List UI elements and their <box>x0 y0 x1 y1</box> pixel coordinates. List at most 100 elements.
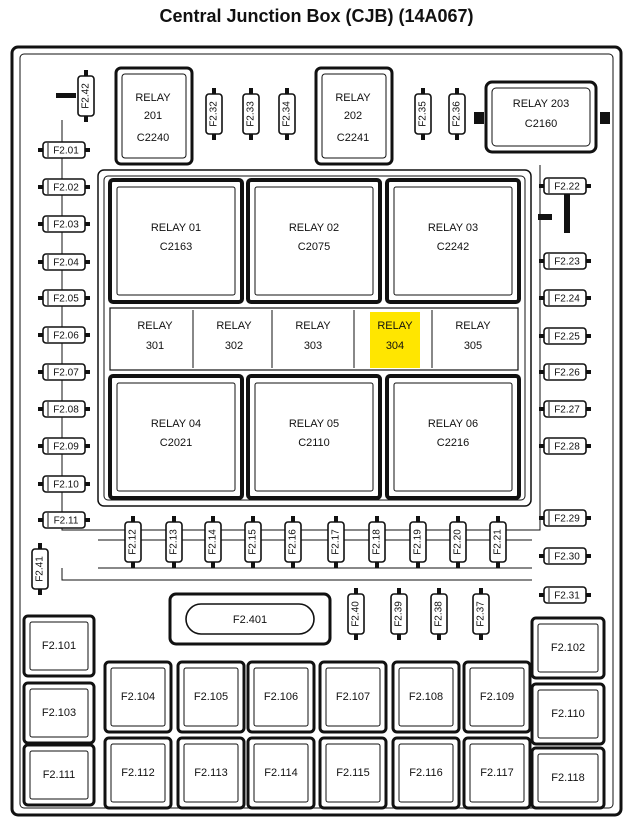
maxi-fuse-label-f2-112: F2.112 <box>121 767 154 779</box>
fuse-pin <box>586 516 591 520</box>
housing-outer <box>10 45 623 817</box>
relay-203-label: RELAY 203 <box>513 98 569 110</box>
fuse-pin <box>437 634 441 640</box>
maxi-fuse-inner <box>469 667 525 727</box>
fuse-f2-40 <box>347 593 365 635</box>
fuse-pin <box>334 516 338 522</box>
relay-201-box <box>114 66 194 166</box>
fuse-label-f2-41: F2.41 <box>35 556 46 582</box>
fuse-f2-06 <box>42 326 86 344</box>
fuse-pin <box>85 370 90 374</box>
fuse-pin <box>586 370 591 374</box>
maxi-fuse-inner <box>398 743 454 803</box>
maxi-fuse-inner <box>537 753 599 803</box>
relay-305-number: 305 <box>464 340 482 352</box>
maxi-fuse-inner <box>325 743 381 803</box>
maxi-fuse-inner <box>253 743 309 803</box>
fuse-f2-35 <box>414 93 432 135</box>
fuse-pin <box>172 516 176 522</box>
fuse-label-f2-14: F2.14 <box>208 529 219 555</box>
fuse-pin <box>285 134 289 140</box>
fuse-pin <box>586 259 591 263</box>
fuse-label-f2-37: F2.37 <box>476 601 487 627</box>
maxi-fuse-f2-104 <box>103 660 173 734</box>
fuse-pin <box>586 184 591 188</box>
maxi-fuse-label-f2-102: F2.102 <box>551 642 585 654</box>
fuse-label-f2-09: F2.09 <box>53 442 79 453</box>
maxi-fuse-inner <box>110 743 166 803</box>
maxi-fuse-f2-110 <box>530 682 606 746</box>
fuse-pin <box>539 184 544 188</box>
relay-2-label: RELAY 02 <box>289 222 339 234</box>
relay-202-connector: C2241 <box>337 132 369 144</box>
relay-303-number: 303 <box>304 340 322 352</box>
fuse-label-f2-35: F2.35 <box>418 101 429 127</box>
fuse-f2-17 <box>327 521 345 563</box>
fuse-pin <box>38 444 43 448</box>
maxi-fuse-f2-116 <box>391 736 461 810</box>
relay-3-box <box>385 178 521 304</box>
fuse-label-f2-11: F2.11 <box>54 516 79 527</box>
fuse-label-f2-03: F2.03 <box>53 220 79 231</box>
maxi-fuse-f2-113 <box>176 736 246 810</box>
relay-201-number: 201 <box>144 110 162 122</box>
fuse-pin <box>249 88 253 94</box>
fuse-label-f2-38: F2.38 <box>434 601 445 627</box>
fuse-pin <box>437 588 441 594</box>
relay-304-label: RELAY <box>377 320 413 332</box>
relay-202-inner <box>321 73 387 159</box>
fuse-pin <box>539 370 544 374</box>
fuse-pin <box>85 518 90 522</box>
fuse-label-f2-17: F2.17 <box>331 529 342 555</box>
fuse-pin <box>539 444 544 448</box>
maxi-fuse-label-f2-109: F2.109 <box>480 691 514 703</box>
fuse-pin <box>586 593 591 597</box>
relay-203-connector: C2160 <box>525 118 557 130</box>
maxi-fuse-f2-111 <box>22 743 96 807</box>
fuse-f2-02 <box>42 178 86 196</box>
fuse-pin <box>455 88 459 94</box>
relay-1-label: RELAY 01 <box>151 222 201 234</box>
maxi-fuse-label-f2-113: F2.113 <box>194 767 227 779</box>
maxi-fuse-inner <box>398 667 454 727</box>
maxi-fuse-label-f2-114: F2.114 <box>264 767 297 779</box>
relay-6-label: RELAY 06 <box>428 418 478 430</box>
fuse-f2-26 <box>543 363 587 381</box>
fuse-label-f2-06: F2.06 <box>53 331 79 342</box>
maxi-fuse-label-f2-105: F2.105 <box>194 691 228 703</box>
fuse-label-f2-12: F2.12 <box>128 529 139 555</box>
relay-2-inner <box>254 186 374 296</box>
fuse-pin <box>85 444 90 448</box>
relay-303-label: RELAY <box>295 320 331 332</box>
fuse-f2-41 <box>31 548 49 590</box>
fuse-f2-05 <box>42 289 86 307</box>
bus-tab <box>538 214 552 220</box>
maxi-fuse-f2-101 <box>22 614 96 678</box>
fuse-f2-10 <box>42 475 86 493</box>
fuse-pin <box>375 562 379 568</box>
fuse-pin <box>334 562 338 568</box>
fuse-label-f2-04: F2.04 <box>53 258 79 269</box>
fuse-pin <box>212 88 216 94</box>
fuse-pin <box>285 88 289 94</box>
fuse-label-f2-22: F2.22 <box>554 182 580 193</box>
fuse-f2-24 <box>543 289 587 307</box>
fuse-label-f2-05: F2.05 <box>53 294 79 305</box>
fuse-pin <box>212 134 216 140</box>
maxi-fuse-label-f2-116: F2.116 <box>409 767 442 779</box>
fuse-f2-11 <box>42 511 86 529</box>
maxi-fuse-f2-115 <box>318 736 388 810</box>
fuse-pin <box>85 407 90 411</box>
relay-5-connector: C2110 <box>298 437 330 449</box>
fuse-pin <box>84 70 88 76</box>
maxi-fuse-f2-107 <box>318 660 388 734</box>
fuse-label-f2-18: F2.18 <box>372 529 383 555</box>
maxi-fuse-inner <box>110 667 166 727</box>
relay-201-inner <box>121 73 187 159</box>
fuse-label-f2-40: F2.40 <box>351 601 362 627</box>
fuse-pin <box>455 134 459 140</box>
fuse-label-f2-34: F2.34 <box>282 101 293 127</box>
fuse-pin <box>375 516 379 522</box>
maxi-fuse-f2-118 <box>530 746 606 810</box>
